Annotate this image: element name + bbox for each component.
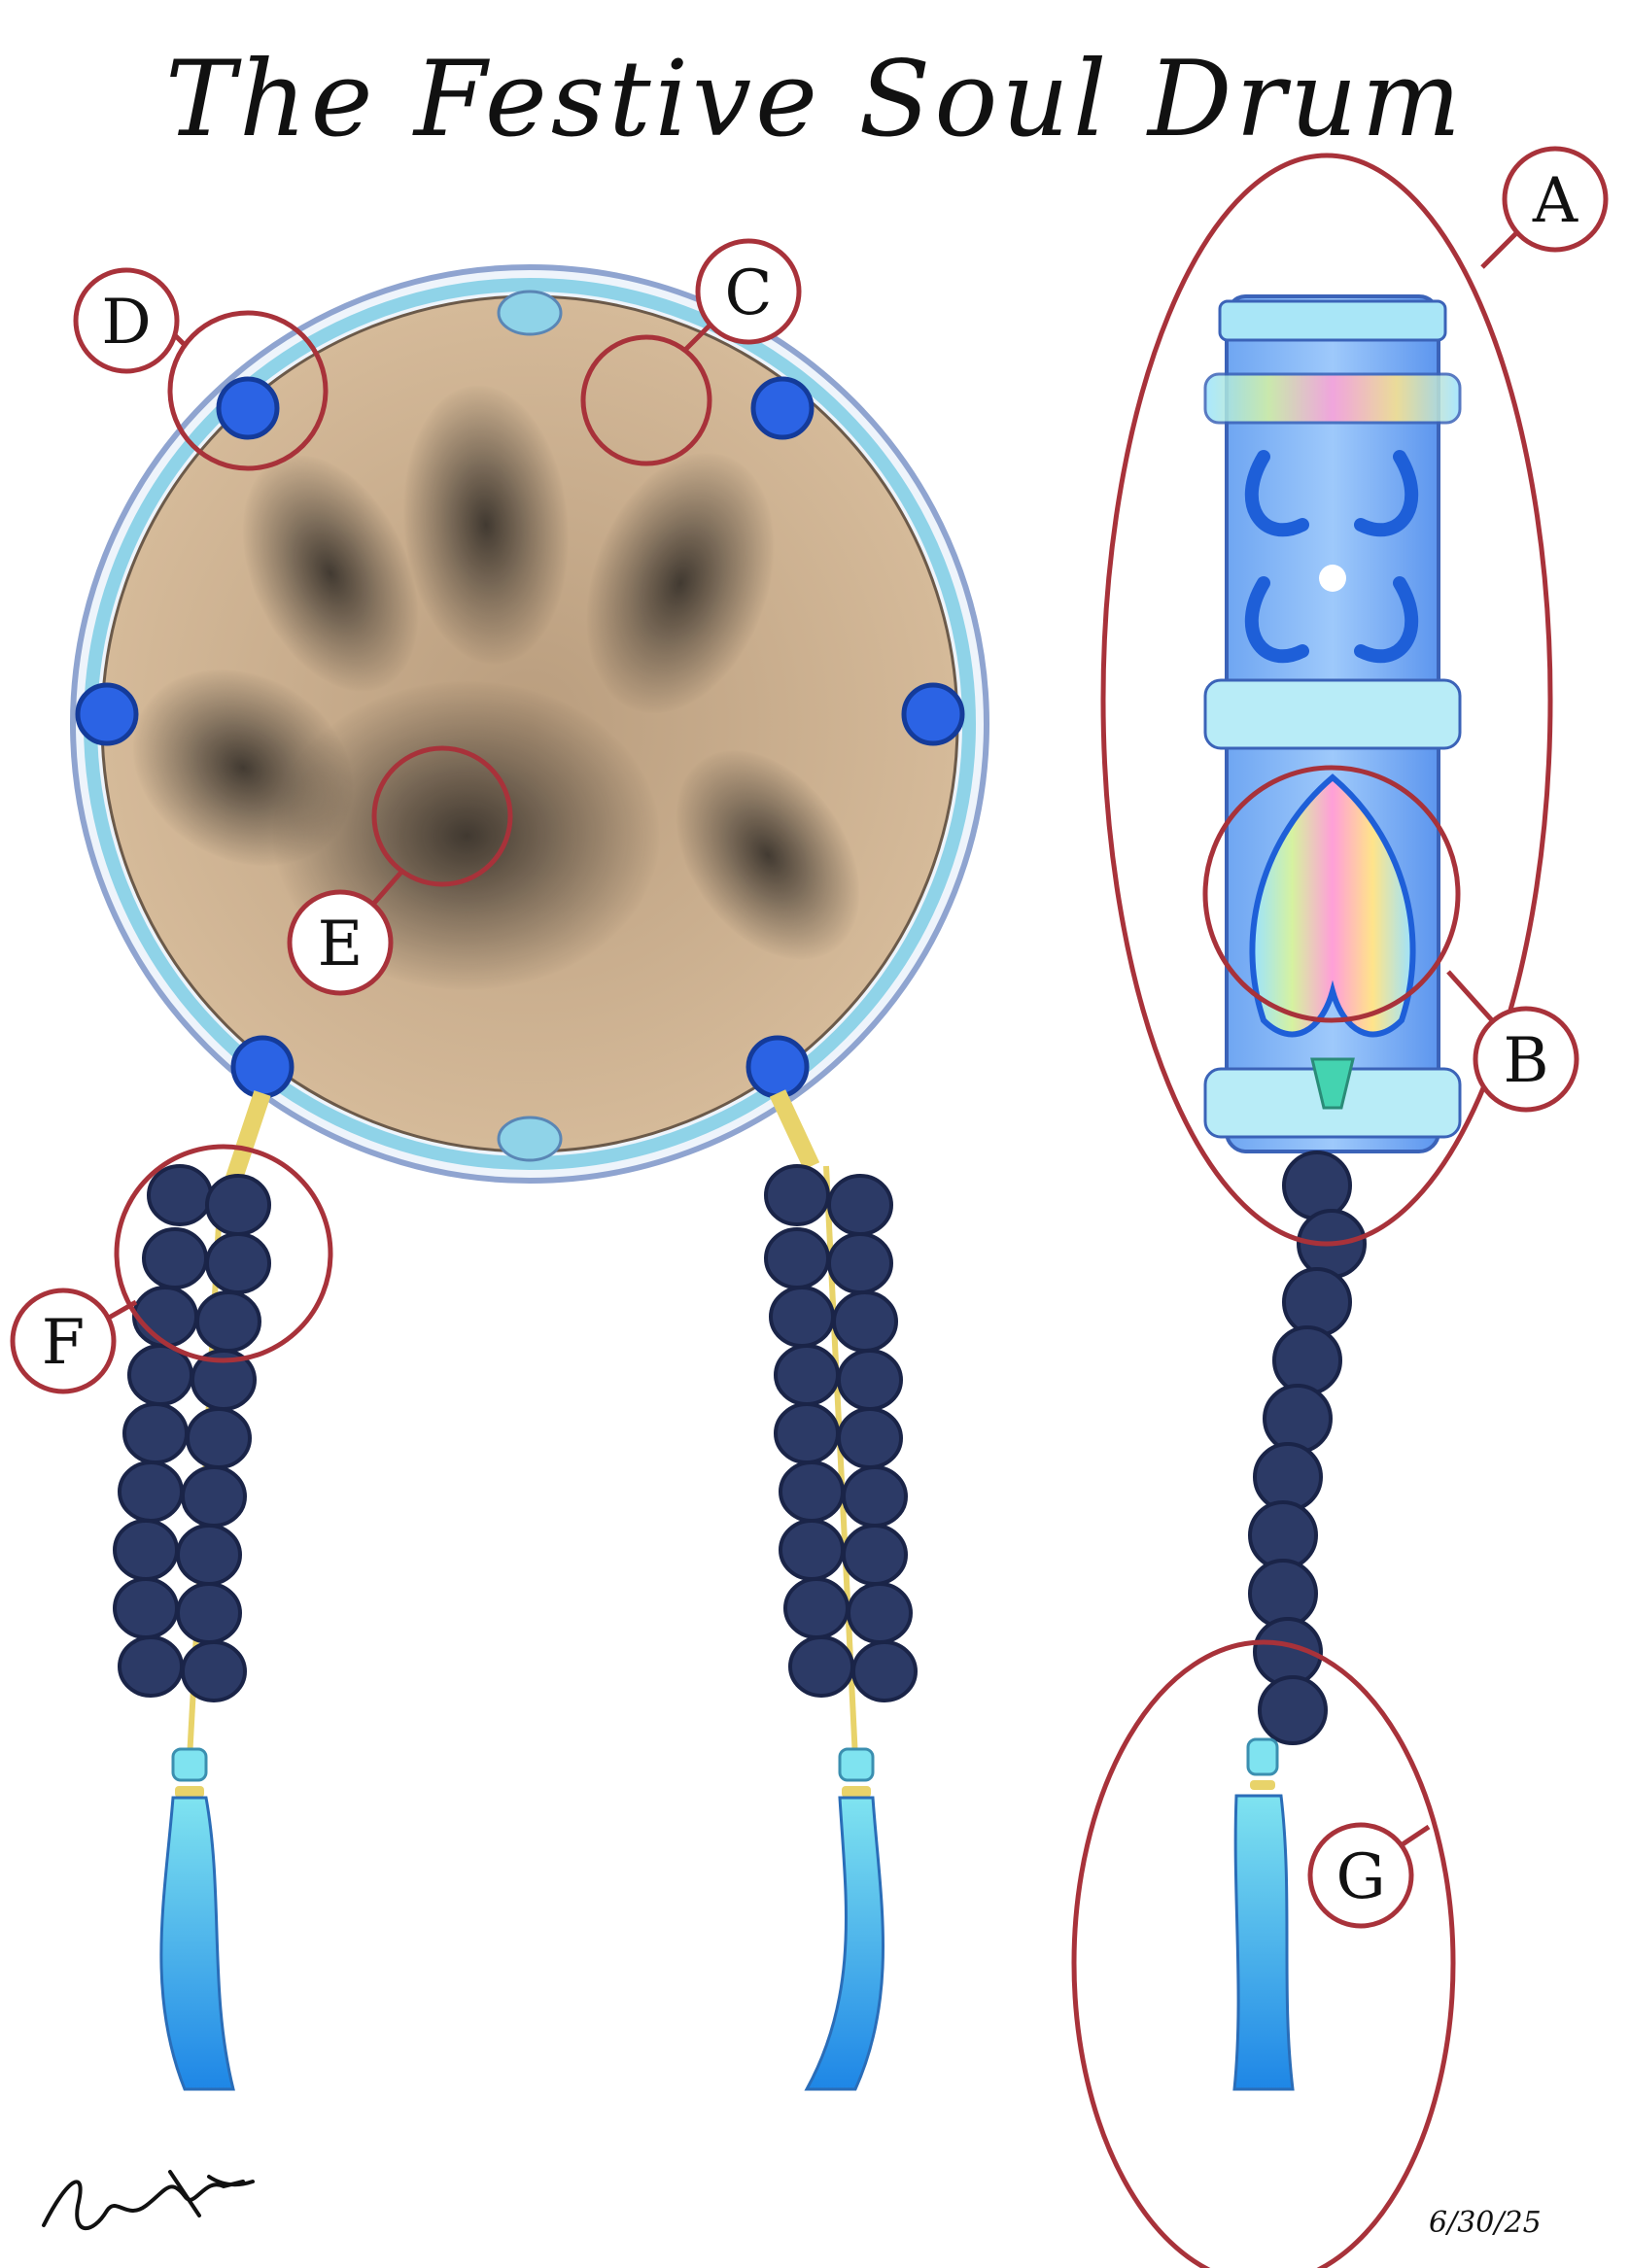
stud <box>75 682 139 746</box>
callout-ring-e <box>371 745 513 887</box>
callout-a-label: A <box>1532 165 1578 237</box>
callout-a: A <box>1502 146 1609 253</box>
tassel <box>1232 1794 1295 2091</box>
drum-studs <box>75 376 965 1099</box>
stud <box>746 1035 810 1099</box>
stud <box>901 682 965 746</box>
callout-ring-f <box>114 1144 333 1363</box>
stud <box>230 1035 295 1099</box>
date-label: 6/30/25 <box>1429 2206 1542 2240</box>
drum-side <box>1203 294 1462 2091</box>
callout-c-label: C <box>725 258 773 329</box>
callout-c: C <box>695 238 802 345</box>
drum-front <box>70 264 989 1184</box>
rim-cap-bottom <box>497 1116 563 1162</box>
callout-ring-a <box>1100 153 1553 1247</box>
callout-f: F <box>10 1288 117 1394</box>
callout-g: G <box>1307 1822 1414 1929</box>
callout-ring-d <box>167 310 329 471</box>
butterfly-motif <box>1249 773 1416 1038</box>
rim-cap-top <box>497 290 563 336</box>
bead-cluster <box>113 1164 271 1702</box>
callout-ring-b <box>1202 765 1461 1023</box>
callout-ring-g <box>1071 1639 1456 2268</box>
callout-b: B <box>1473 1006 1579 1113</box>
stud <box>750 376 815 440</box>
left-strand <box>113 1090 271 2091</box>
hand-print <box>131 384 861 991</box>
stud <box>216 376 280 440</box>
callout-d: D <box>73 267 180 374</box>
callout-g-label: G <box>1335 1841 1385 1913</box>
callout-e: E <box>287 889 394 996</box>
callout-ring-c <box>580 334 712 466</box>
bead-cluster <box>764 1164 918 1702</box>
diagram-title: The Festive Soul Drum <box>164 39 1466 160</box>
callout-f-label: F <box>42 1307 85 1379</box>
tassel <box>804 1796 884 2091</box>
tassel <box>159 1796 235 2091</box>
callout-d-label: D <box>101 287 151 359</box>
right-strand <box>764 1089 918 2091</box>
callout-b-label: B <box>1503 1025 1548 1097</box>
signature-mark <box>42 2170 255 2231</box>
callout-e-label: E <box>318 909 364 980</box>
callout-labels: A B C D E F G <box>10 146 1609 1929</box>
